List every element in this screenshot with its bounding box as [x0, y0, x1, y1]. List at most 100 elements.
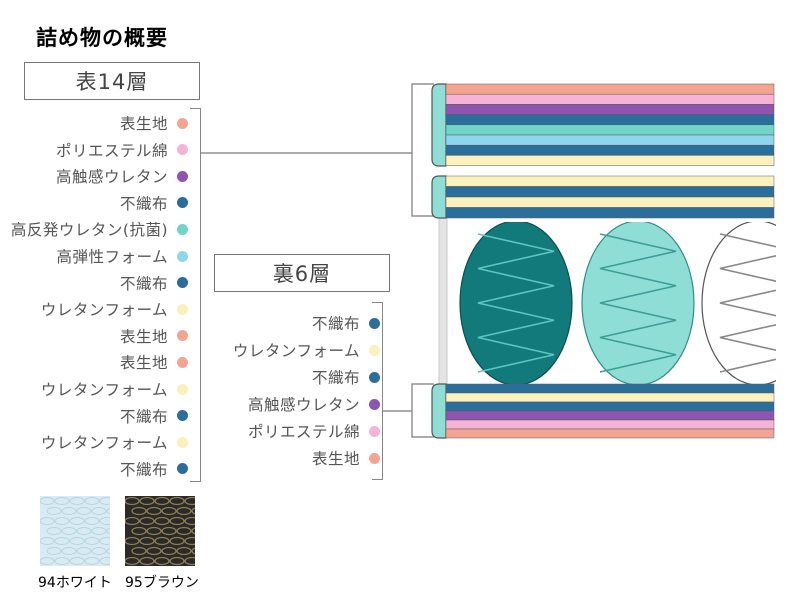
top-layer-stripe — [445, 155, 775, 166]
layer-color-dot — [369, 317, 380, 329]
layer-label: ポリエステル綿 — [247, 423, 360, 441]
fabric-pattern-mark — [61, 527, 77, 535]
bottom-layer-stripe — [445, 410, 775, 421]
top-layer-item: 不織布 — [120, 192, 188, 214]
fabric-pattern-mark — [84, 537, 100, 545]
top-layer-stripe — [445, 114, 775, 126]
fabric-pattern-mark — [124, 556, 140, 566]
bottom-layer-stripe — [445, 428, 775, 439]
bottom-layer-item: 高触感ウレタン — [248, 393, 380, 415]
fabric-pattern-mark — [169, 516, 185, 526]
fabric-pattern-mark — [139, 556, 155, 566]
top-layer-stack — [445, 83, 775, 166]
side-column — [438, 217, 448, 387]
layer-color-dot — [177, 144, 188, 156]
fabric-pattern-mark — [106, 507, 122, 515]
layer-color-dot — [177, 410, 188, 422]
bottom-layer-stripe — [445, 419, 775, 430]
middle-layer-stripe — [445, 196, 775, 208]
top-layer-item: 不織布 — [120, 272, 188, 294]
fabric-pattern-mark — [176, 546, 192, 556]
middle-layer-stripe — [445, 207, 775, 219]
bottom-layer-stripe — [445, 392, 775, 403]
layer-color-dot — [177, 330, 188, 342]
top-layer-item: 高触感ウレタン — [56, 165, 188, 187]
layer-color-dot — [369, 344, 380, 356]
fabric-pattern-mark — [99, 497, 115, 505]
layer-label: ポリエステル綿 — [55, 141, 168, 160]
top-layer-item: 高反発ウレタン(抗菌) — [11, 218, 188, 240]
middle-edge-cap — [431, 175, 447, 219]
bottom-layer-list: 不織布ウレタンフォーム不織布高触感ウレタンポリエステル綿表生地 — [200, 300, 380, 480]
bottom-layer-stripe — [445, 401, 775, 412]
fabric-pattern-mark — [124, 516, 140, 526]
top-edge-cap — [431, 83, 447, 167]
layer-label: 不織布 — [119, 274, 168, 293]
top-layer-item: 表生地 — [120, 112, 188, 134]
bottom-group-label: 裏6層 — [214, 254, 390, 292]
top-layer-item: 不織布 — [120, 458, 188, 480]
layer-color-dot — [369, 425, 380, 437]
layer-color-dot — [177, 356, 188, 368]
top-layer-item: 表生地 — [120, 325, 188, 347]
fabric-pattern-mark — [61, 547, 77, 555]
middle-layer-stripe — [445, 186, 775, 198]
layer-label: ウレタンフォーム — [40, 381, 168, 399]
layer-label: 不織布 — [311, 315, 360, 333]
pocket-coil — [701, 222, 776, 384]
white-swatch-label: 94ホワイト — [38, 575, 112, 591]
top-layer-stripe — [445, 83, 775, 95]
spring-coil-zone — [459, 222, 776, 384]
layer-label: ウレタンフォーム — [40, 434, 168, 453]
fabric-pattern-mark — [146, 526, 162, 536]
fabric-pattern-mark — [154, 496, 170, 506]
fabric-pattern-mark — [69, 537, 85, 545]
fabric-pattern-mark — [46, 507, 62, 515]
white-fabric-swatch — [39, 496, 122, 566]
top-layer-stripe — [445, 134, 775, 146]
layer-color-dot — [177, 277, 188, 289]
pocket-coil — [581, 222, 695, 384]
middle-layer-stack — [445, 175, 775, 219]
middle-layer-stripe — [445, 175, 775, 187]
bottom-layer-item: 表生地 — [312, 447, 380, 469]
layer-color-dot — [177, 197, 188, 209]
layer-color-dot — [369, 371, 380, 383]
bottom-edge-cap — [431, 383, 447, 439]
fabric-pattern-mark — [54, 557, 70, 565]
fabric-pattern-mark — [39, 497, 55, 505]
fabric-pattern-mark — [161, 546, 177, 556]
top-group-label: 表14層 — [24, 62, 200, 100]
fabric-pattern-mark — [124, 536, 140, 546]
top-layer-item: ウレタンフォーム — [41, 431, 188, 453]
bottom-stack-bracket — [411, 383, 434, 438]
fabric-pattern-mark — [84, 497, 100, 505]
fabric-pattern-mark — [99, 517, 115, 525]
fabric-pattern-mark — [76, 547, 92, 555]
layer-label: ウレタンフォーム — [40, 301, 168, 320]
fabric-pattern-mark — [191, 526, 207, 536]
mattress-side-panel — [431, 83, 448, 439]
fabric-pattern-mark — [191, 506, 207, 516]
fabric-pattern-mark — [146, 506, 162, 516]
fabric-pattern-mark — [169, 496, 185, 506]
fabric-pattern-mark — [99, 557, 115, 565]
fabric-pattern-mark — [76, 507, 92, 515]
layer-color-dot — [177, 303, 188, 315]
fabric-pattern-mark — [69, 557, 85, 565]
fabric-pattern-mark — [39, 557, 55, 565]
fabric-pattern-mark — [131, 546, 147, 556]
layer-label: 不織布 — [311, 369, 360, 387]
fabric-pattern-mark — [131, 506, 147, 516]
layer-color-dot — [177, 223, 188, 235]
fabric-pattern-mark — [54, 497, 70, 505]
fabric-pattern-mark — [61, 507, 77, 515]
layer-label: 高触感ウレタン — [247, 396, 360, 414]
top-layer-stripe — [445, 104, 775, 115]
fabric-pattern-mark — [169, 556, 185, 566]
fabric-pattern-mark — [69, 497, 85, 505]
fabric-pattern-mark — [69, 517, 85, 525]
fabric-pattern-mark — [161, 526, 177, 536]
layer-label: 不織布 — [119, 460, 168, 479]
pocket-coil — [459, 222, 573, 384]
